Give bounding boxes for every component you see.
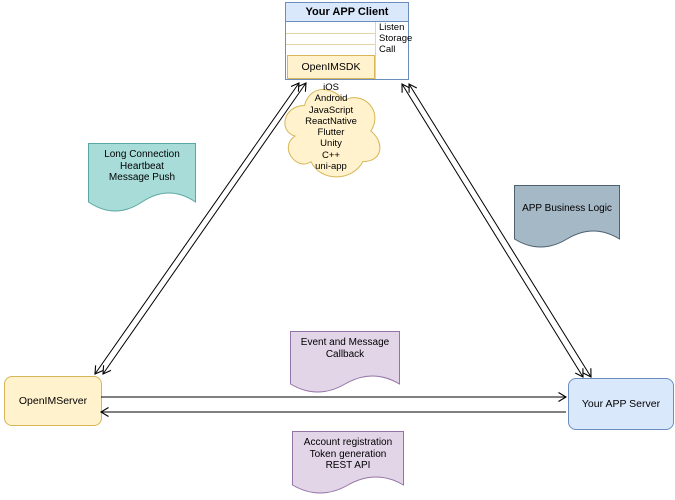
column-divider (375, 22, 376, 79)
callout-line: Event and Message (300, 337, 390, 348)
node-openimsdk: OpenIMSDK (287, 55, 375, 79)
platforms-list: iOS Android JavaScript ReactNative Flutt… (278, 82, 384, 172)
node-your-app-client: Your APP Client Listen Storage Call Open… (285, 2, 413, 80)
row-divider (286, 44, 375, 45)
port-call: Call (379, 44, 396, 55)
node-your-app-server: Your APP Server (568, 378, 674, 430)
callout-line: Callback (325, 348, 365, 360)
edge-client-openimserver-down (102, 82, 307, 375)
node-label: Your APP Server (581, 398, 661, 410)
platform-item: Android (314, 93, 348, 105)
platform-item: Unity (320, 138, 342, 150)
callout-rest-api: Account registration Token generation RE… (292, 431, 404, 499)
port-listen: Listen (379, 22, 405, 33)
client-box-body: Listen Storage Call OpenIMSDK (286, 22, 413, 79)
platform-item: ReactNative (305, 115, 357, 127)
edge-appserver-client-up (401, 83, 584, 378)
edge-client-appserver-down (408, 83, 592, 378)
client-box-title: Your APP Client (286, 3, 408, 22)
edge-openimserver-client-up (94, 82, 300, 375)
row-divider (286, 33, 375, 34)
node-label: OpenIMServer (18, 395, 88, 407)
callout-line: Token generation (309, 448, 387, 460)
callout-event-callback: Event and Message Callback (290, 331, 400, 397)
callout-text: Account registration Token generation RE… (292, 431, 404, 472)
callout-line: Account registration (303, 437, 393, 448)
node-openim-server: OpenIMServer (4, 376, 102, 426)
callout-line: REST API (325, 460, 371, 471)
port-storage: Storage (379, 33, 413, 44)
client-ports: Listen Storage Call (377, 22, 413, 55)
document-shape-icon (290, 331, 400, 393)
platform-item: JavaScript (308, 104, 354, 116)
document-shape-icon (292, 431, 404, 494)
platform-item: uni-app (315, 161, 347, 173)
platform-item: iOS (323, 82, 339, 93)
platform-item: C++ (322, 149, 340, 161)
platform-item: Flutter (317, 127, 345, 139)
callout-text: Event and Message Callback (290, 331, 400, 360)
